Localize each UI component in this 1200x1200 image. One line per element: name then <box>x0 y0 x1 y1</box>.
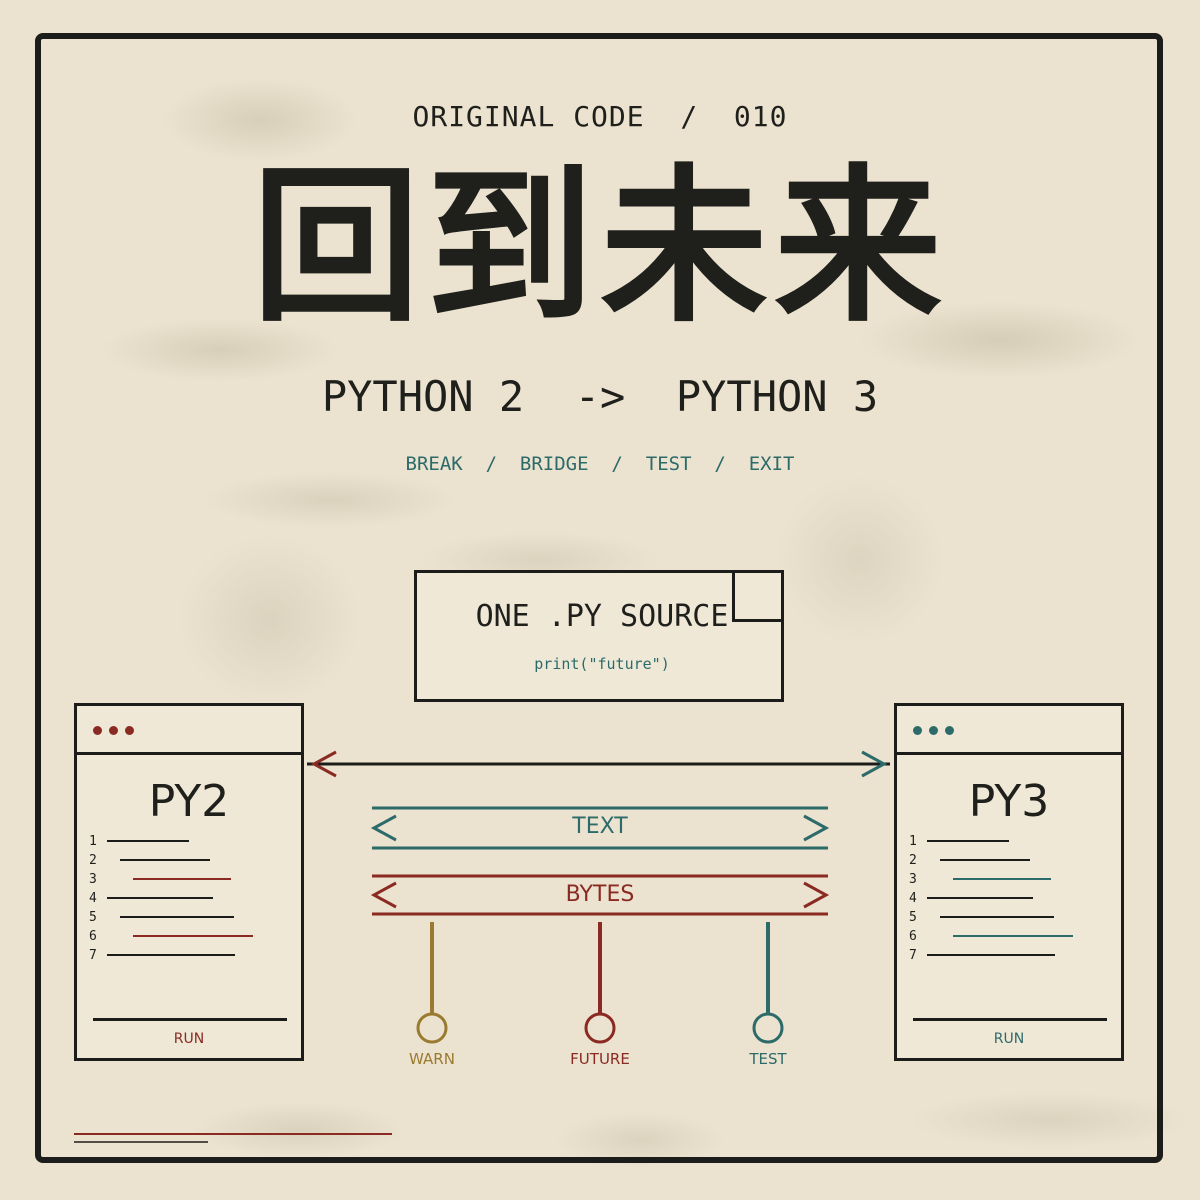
text-band-label: TEXT <box>572 814 628 839</box>
code-line <box>120 859 210 861</box>
run-divider <box>93 1018 287 1021</box>
code-line <box>940 859 1030 861</box>
line-number: 4 <box>89 891 97 906</box>
py2-run-button[interactable]: RUN <box>173 1031 205 1047</box>
py2-window: PY2 1 2 3 4 5 6 7 RUN <box>74 703 304 1061</box>
source-code: print("future") <box>534 655 670 673</box>
window-dot-icon <box>945 726 954 735</box>
line-number: 5 <box>909 910 917 925</box>
py2-titlebar <box>77 706 301 755</box>
py3-label: PY3 <box>968 776 1050 827</box>
code-line <box>953 935 1073 937</box>
line-number: 7 <box>89 948 97 963</box>
line-number: 6 <box>909 929 917 944</box>
line-number: 3 <box>89 872 97 887</box>
line-number: 3 <box>909 872 917 887</box>
code-line <box>927 897 1033 899</box>
line-number: 7 <box>909 948 917 963</box>
folded-corner-icon <box>732 570 784 622</box>
bytes-band-label: BYTES <box>565 882 635 907</box>
code-line <box>133 878 231 880</box>
future-pin-label: FUTURE <box>570 1050 630 1068</box>
window-dot-icon <box>109 726 118 735</box>
line-number: 4 <box>909 891 917 906</box>
code-line <box>107 840 189 842</box>
line-number: 1 <box>89 834 97 849</box>
code-line <box>927 840 1009 842</box>
main-title: 回到未来 <box>252 149 948 345</box>
test-pin-label: TEST <box>749 1050 787 1068</box>
subtitle: PYTHON 2 -> PYTHON 3 <box>321 372 879 421</box>
source-box: ONE .PY SOURCE print("future") <box>414 570 784 702</box>
warn-pin-label: WARN <box>409 1050 455 1068</box>
line-number: 6 <box>89 929 97 944</box>
source-title: ONE .PY SOURCE <box>475 599 729 634</box>
window-dot-icon <box>93 726 102 735</box>
line-number: 2 <box>909 853 917 868</box>
line-number: 1 <box>909 834 917 849</box>
code-line <box>953 878 1051 880</box>
py3-run-button[interactable]: RUN <box>993 1031 1025 1047</box>
code-line <box>107 897 213 899</box>
window-dot-icon <box>125 726 134 735</box>
line-number: 2 <box>89 853 97 868</box>
py3-titlebar <box>897 706 1121 755</box>
py2-label: PY2 <box>148 776 230 827</box>
code-line <box>120 916 234 918</box>
run-divider <box>913 1018 1107 1021</box>
code-line <box>940 916 1054 918</box>
py3-window: PY3 1 2 3 4 5 6 7 RUN <box>894 703 1124 1061</box>
code-line <box>133 935 253 937</box>
code-line <box>927 954 1055 956</box>
outer-frame <box>35 33 1163 1163</box>
window-dot-icon <box>913 726 922 735</box>
window-dot-icon <box>929 726 938 735</box>
series-kicker: ORIGINAL CODE / 010 <box>412 100 788 133</box>
steps-line: BREAK / BRIDGE / TEST / EXIT <box>405 453 795 475</box>
code-line <box>107 954 235 956</box>
line-number: 5 <box>89 910 97 925</box>
